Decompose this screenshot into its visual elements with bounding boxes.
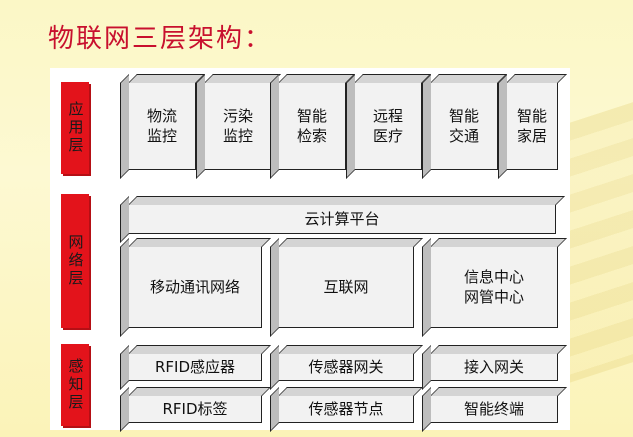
net-box-mobile: 移动通讯网络 — [128, 246, 262, 328]
perc-box-access-gateway: 接入网关 — [430, 353, 558, 381]
layer-tag-network: 网络层 — [61, 194, 89, 328]
app-box-smart-search: 智能检索 — [278, 82, 346, 170]
app-box-pollution: 污染监控 — [204, 82, 272, 170]
perc-box-rfid-tag: RFID标签 — [128, 395, 262, 423]
layer-tag-perception: 感知层 — [61, 344, 89, 426]
perc-box-sensor-gateway: 传感器网关 — [278, 353, 414, 381]
app-box-smart-traffic: 智能交通 — [430, 82, 498, 170]
cloud-platform-bar: 云计算平台 — [128, 204, 556, 234]
net-box-internet: 互联网 — [278, 246, 414, 328]
app-box-smart-home: 智能家居 — [506, 82, 558, 170]
perc-box-rfid-reader: RFID感应器 — [128, 353, 262, 381]
app-box-logistics: 物流监控 — [128, 82, 196, 170]
net-box-info-center: 信息中心网管中心 — [430, 246, 558, 328]
page-title: 物联网三层架构： — [48, 24, 273, 54]
perc-box-sensor-node: 传感器节点 — [278, 395, 414, 423]
app-box-telemedicine: 远程医疗 — [354, 82, 422, 170]
architecture-diagram: 应用层 物流监控 污染监控 智能检索 远程医疗 智能交通 智能家居 网络层 云计… — [50, 68, 570, 430]
perc-box-smart-terminal: 智能终端 — [430, 395, 558, 423]
layer-tag-application: 应用层 — [61, 82, 89, 174]
